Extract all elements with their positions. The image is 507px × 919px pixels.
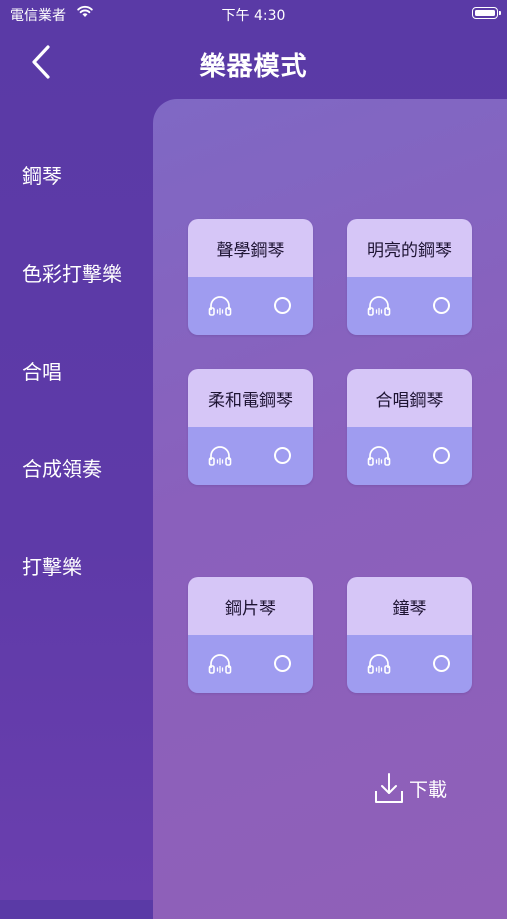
battery-icon	[472, 7, 501, 19]
menu-item-percussion[interactable]: 打擊樂	[22, 555, 82, 579]
page-title: 樂器模式	[199, 52, 308, 82]
instrument-name: 聲學鋼琴	[188, 219, 313, 277]
instrument-name: 合唱鋼琴	[347, 369, 472, 427]
select-radio[interactable]	[433, 655, 450, 672]
instrument-panel: 聲學鋼琴 明亮的鋼琴 柔和電鋼琴	[153, 99, 507, 919]
instrument-name: 柔和電鋼琴	[188, 369, 313, 427]
instrument-card[interactable]: 柔和電鋼琴	[188, 369, 313, 485]
headphones-icon[interactable]	[367, 653, 391, 675]
instrument-card[interactable]: 合唱鋼琴	[347, 369, 472, 485]
headphones-icon[interactable]	[208, 295, 232, 317]
select-radio[interactable]	[274, 655, 291, 672]
select-radio[interactable]	[433, 447, 450, 464]
back-chevron-icon[interactable]	[26, 42, 56, 82]
menu-item-piano[interactable]: 鋼琴	[22, 164, 62, 188]
download-label: 下載	[409, 778, 448, 801]
download-button[interactable]: 下載	[373, 770, 447, 806]
select-radio[interactable]	[274, 297, 291, 314]
wifi-icon	[77, 5, 93, 17]
instrument-card[interactable]: 明亮的鋼琴	[347, 219, 472, 335]
headphones-icon[interactable]	[367, 295, 391, 317]
instrument-card[interactable]: 鋼片琴	[188, 577, 313, 693]
headphones-icon[interactable]	[208, 653, 232, 675]
status-bar: 電信業者 下午 4:30	[0, 0, 507, 28]
instrument-name: 鐘琴	[347, 577, 472, 635]
download-icon	[375, 773, 403, 803]
instrument-name: 鋼片琴	[188, 577, 313, 635]
carrier-label: 電信業者	[10, 8, 66, 24]
instrument-name: 明亮的鋼琴	[347, 219, 472, 277]
clock: 下午 4:30	[221, 8, 286, 24]
headphones-icon[interactable]	[367, 445, 391, 467]
instrument-card[interactable]: 聲學鋼琴	[188, 219, 313, 335]
select-radio[interactable]	[433, 297, 450, 314]
menu-item-chromatic-percussion[interactable]: 色彩打擊樂	[22, 262, 122, 286]
menu-item-synth-lead[interactable]: 合成領奏	[22, 457, 102, 481]
headphones-icon[interactable]	[208, 445, 232, 467]
select-radio[interactable]	[274, 447, 291, 464]
menu-item-choir[interactable]: 合唱	[22, 360, 62, 384]
instrument-card[interactable]: 鐘琴	[347, 577, 472, 693]
